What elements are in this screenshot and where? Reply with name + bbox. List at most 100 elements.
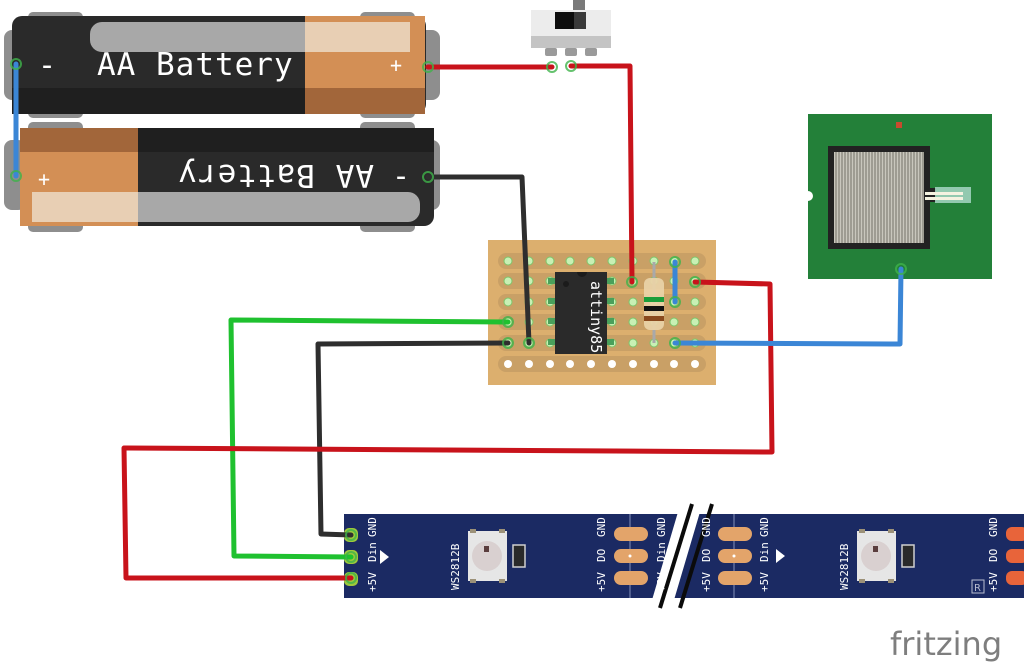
svg-text:DO: DO (987, 549, 1000, 562)
led-2[interactable] (857, 529, 915, 583)
battery-top-plus: + (390, 53, 402, 77)
wire-sensor[interactable] (672, 266, 904, 347)
wire-endpoints (10, 58, 907, 584)
battery-top-minus: - (38, 48, 56, 83)
resistor-band-2 (644, 306, 664, 311)
led2-label: WS2812B (838, 543, 851, 590)
wire-endpoint[interactable] (523, 337, 535, 349)
pin1-marker (563, 281, 569, 287)
battery-bottom-minus: - (392, 159, 410, 194)
led-1[interactable] (468, 529, 526, 583)
wire-endpoint[interactable] (546, 61, 558, 73)
led1-capacitor (512, 544, 526, 568)
resistor[interactable] (644, 262, 664, 343)
fritzing-logo: fritzing (890, 625, 1002, 663)
battery-bottom-plus: + (38, 167, 50, 191)
wire-endpoint[interactable] (626, 276, 638, 288)
board-hole[interactable] (650, 360, 658, 368)
board-hole[interactable] (545, 256, 555, 266)
wire-endpoint[interactable] (669, 256, 681, 268)
cut-line-right (678, 503, 714, 609)
board-hole[interactable] (503, 297, 513, 307)
svg-text:GND: GND (700, 517, 713, 537)
wire-endpoint[interactable] (669, 296, 681, 308)
wire-endpoint[interactable] (345, 551, 357, 563)
board-hole[interactable] (669, 317, 679, 327)
battery-top[interactable]: - AA Battery + (4, 12, 440, 118)
data-direction-arrow-2 (776, 549, 785, 563)
fsr-marker (896, 122, 902, 128)
board-hole[interactable] (628, 338, 638, 348)
wire-battery-ground[interactable] (425, 174, 532, 346)
strip-mark: R (974, 583, 981, 594)
wire-strip-power[interactable] (121, 279, 775, 581)
board-hole[interactable] (607, 256, 617, 266)
wire-endpoint[interactable] (10, 170, 22, 182)
strip-pin-din: Din (366, 542, 379, 562)
board-hole[interactable] (691, 360, 699, 368)
chip-label: attiny85 (587, 281, 605, 353)
wire-endpoint[interactable] (345, 572, 357, 584)
strip-pin-5v: +5V (366, 572, 379, 592)
battery-bottom-label: AA Battery (177, 157, 374, 193)
slide-switch[interactable] (531, 0, 611, 56)
svg-text:+5V: +5V (700, 572, 713, 592)
wire-endpoint[interactable] (422, 61, 434, 73)
strip-output-connector[interactable] (1006, 527, 1024, 585)
board-hole[interactable] (690, 297, 700, 307)
led2-capacitor (901, 544, 915, 568)
board-hole[interactable] (503, 276, 513, 286)
wire-endpoint[interactable] (422, 171, 434, 183)
svg-text:GND: GND (987, 517, 1000, 537)
board-hole[interactable] (629, 360, 637, 368)
wire-endpoint[interactable] (565, 60, 577, 72)
board-hole[interactable] (566, 360, 574, 368)
svg-text:Din: Din (758, 542, 771, 562)
wire-endpoint[interactable] (10, 58, 22, 70)
svg-text:+5V: +5V (595, 572, 608, 592)
resistor-body (644, 278, 664, 330)
battery-bottom[interactable]: AA Battery - + (4, 122, 440, 232)
board-hole[interactable] (608, 360, 616, 368)
resistor-band-3 (644, 316, 664, 321)
board-hole[interactable] (546, 360, 554, 368)
svg-text:+5V: +5V (758, 572, 771, 592)
wire-endpoint[interactable] (502, 316, 514, 328)
svg-text:GND: GND (595, 517, 608, 537)
right-segment-solder-pads[interactable] (718, 527, 752, 585)
wire-endpoint[interactable] (345, 529, 357, 541)
wire-endpoint[interactable] (689, 276, 701, 288)
svg-text:+5V: +5V (987, 572, 1000, 592)
wire-strip-ground[interactable] (315, 340, 511, 538)
board-hole[interactable] (690, 256, 700, 266)
board-hole[interactable] (503, 256, 513, 266)
wire-data[interactable] (228, 317, 511, 560)
svg-text:+5V: +5V (655, 572, 668, 592)
led1-label: WS2812B (449, 543, 462, 590)
board-hole[interactable] (504, 360, 512, 368)
cut-line-left (658, 503, 694, 609)
wire-endpoint[interactable] (895, 263, 907, 275)
board-hole[interactable] (690, 317, 700, 327)
board-hole[interactable] (628, 317, 638, 327)
force-sensor[interactable] (803, 114, 992, 279)
led-strip[interactable]: +5V Din GND WS2812B +5V DO GND (344, 503, 1024, 609)
wire-endpoint[interactable] (669, 337, 681, 349)
left-segment-solder-pads[interactable] (614, 527, 648, 585)
board-hole[interactable] (670, 360, 678, 368)
svg-text:DO: DO (700, 549, 713, 562)
board-hole[interactable] (587, 360, 595, 368)
svg-text:GND: GND (655, 517, 668, 537)
wire-switch-to-board[interactable] (568, 63, 635, 285)
attiny85-chip[interactable]: attiny85 (548, 272, 614, 354)
wire-endpoint[interactable] (502, 337, 514, 349)
board-hole[interactable] (565, 256, 575, 266)
svg-text:GND: GND (758, 517, 771, 537)
resistor-band-1 (644, 297, 664, 302)
battery-top-label: AA Battery (97, 47, 294, 83)
strip-pin-gnd: GND (366, 517, 379, 537)
board-hole[interactable] (525, 360, 533, 368)
board-hole[interactable] (586, 256, 596, 266)
board-hole[interactable] (628, 297, 638, 307)
